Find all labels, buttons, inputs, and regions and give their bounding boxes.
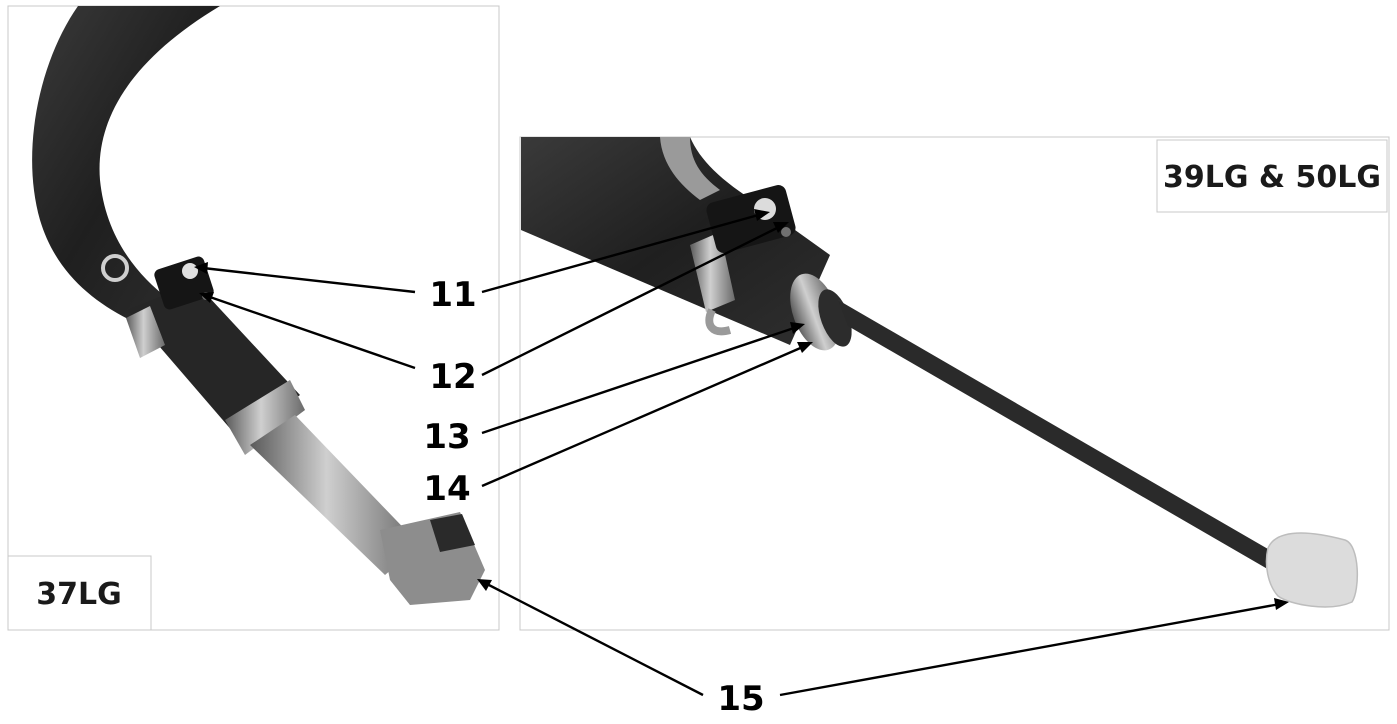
right-tip-cap: [1265, 532, 1359, 608]
arrowhead-14: [797, 342, 813, 353]
right-torch-illustration: [521, 137, 1359, 608]
left-tip-slot: [430, 514, 475, 552]
right-switch-screw: [781, 227, 791, 237]
arrowhead-15-left: [477, 579, 492, 591]
left-model-label-box: [7, 555, 152, 631]
callout-11: 11: [429, 275, 476, 315]
right-cable-bend: [660, 137, 720, 200]
callout-14: 14: [423, 469, 470, 509]
callout-13: 13: [423, 417, 470, 457]
leader-13: [481, 325, 798, 435]
left-switch: [154, 256, 214, 310]
leader-lines: [194, 209, 1289, 697]
left-collar: [225, 380, 305, 455]
arrowhead-11-right: [754, 209, 770, 221]
left-cable-loop: [101, 254, 129, 282]
callout-15: 15: [717, 679, 764, 719]
right-rod-shadow: [838, 300, 1290, 582]
leader-12-left: [206, 294, 416, 370]
leader-12-right: [481, 224, 782, 377]
right-clamp-tab: [705, 308, 732, 336]
callout-12: 12: [429, 357, 476, 397]
arrowhead-11-left: [194, 262, 208, 274]
left-torch-illustration: [32, 6, 485, 605]
arrowhead-12-left: [199, 292, 214, 303]
callout-numbers: 11 12 13 14 15: [423, 275, 764, 719]
right-handle: [521, 137, 830, 345]
leader-14: [481, 344, 806, 488]
leader-15-right: [779, 602, 1281, 697]
left-model-label: 37LG: [36, 577, 122, 612]
leader-11-left: [202, 266, 416, 294]
left-hose: [32, 6, 220, 320]
right-model-label-box: [1156, 139, 1388, 213]
left-panel: 37LG: [7, 5, 500, 631]
right-model-label: 39LG & 50LG: [1163, 160, 1381, 195]
arrowhead-12-right: [773, 222, 789, 233]
leader-11-right: [481, 212, 763, 294]
arrowhead-13: [790, 322, 805, 334]
left-clamp: [126, 306, 165, 358]
left-rod: [250, 415, 420, 575]
right-panel: 39LG & 50LG: [519, 136, 1390, 631]
leader-15-left: [484, 581, 704, 697]
arrowhead-15-right: [1274, 598, 1289, 610]
left-switch-button: [182, 263, 198, 279]
